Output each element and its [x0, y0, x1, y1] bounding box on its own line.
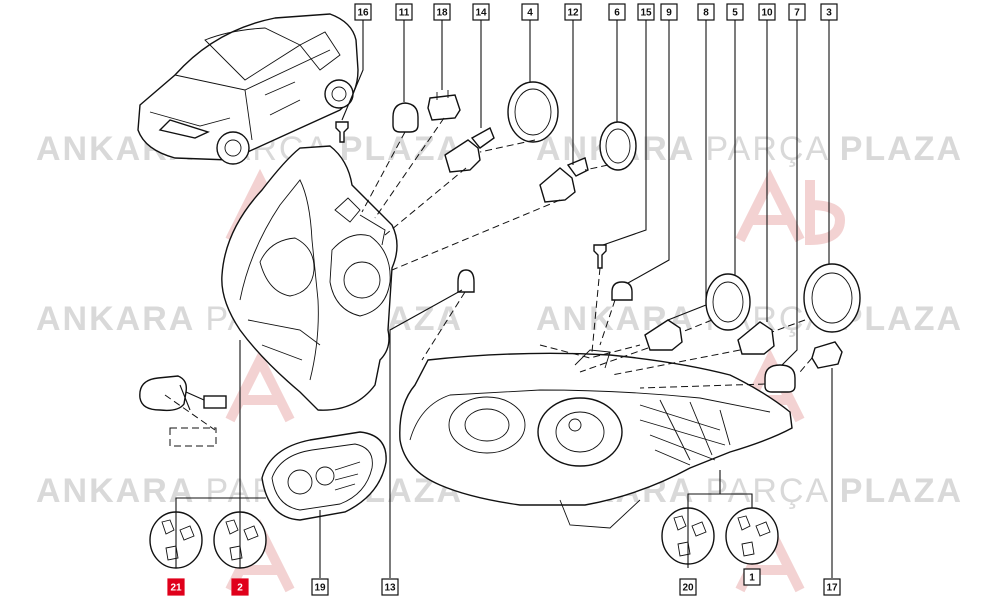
- callout-21: 21: [167, 578, 185, 596]
- callout-label: 6: [614, 8, 620, 19]
- leader-lines: [175, 20, 833, 578]
- callout-16: 16: [354, 3, 372, 21]
- bulb-set-1: [725, 507, 779, 565]
- callout-7: 7: [788, 3, 806, 21]
- callout-14: 14: [472, 3, 490, 21]
- callouts-top: 16 11 18 14 4 12 6 15 9 8 5 10 7 3: [354, 3, 838, 21]
- assembly-lines: [164, 117, 813, 431]
- callout-box: [311, 578, 329, 596]
- callout-11: 11: [395, 3, 413, 21]
- callout-label: 17: [826, 583, 838, 594]
- callout-label: 20: [682, 583, 694, 594]
- callout-3: 3: [820, 3, 838, 21]
- callout-label: 18: [436, 8, 448, 19]
- callout-label: 9: [666, 8, 672, 19]
- callout-box: [679, 578, 697, 596]
- callout-1: 1: [743, 568, 761, 586]
- car-illustration: [137, 13, 359, 165]
- callout-9: 9: [660, 3, 678, 21]
- callout-17: 17: [823, 578, 841, 596]
- callout-box: [820, 3, 838, 21]
- callout-box: [231, 578, 249, 596]
- callout-label: 1: [749, 573, 755, 584]
- callout-label: 14: [475, 8, 487, 19]
- left-headlamp-assembly: [221, 145, 398, 411]
- callout-20: 20: [679, 578, 697, 596]
- callout-12: 12: [564, 3, 582, 21]
- callout-10: 10: [758, 3, 776, 21]
- callout-box: [608, 3, 626, 21]
- callout-6: 6: [608, 3, 626, 21]
- callout-19: 19: [311, 578, 329, 596]
- callout-box: [354, 3, 372, 21]
- callout-18: 18: [433, 3, 451, 21]
- callout-label: 10: [761, 8, 773, 19]
- callout-2: 2: [231, 578, 249, 596]
- callout-label: 21: [170, 583, 182, 594]
- callout-label: 2: [237, 583, 243, 594]
- callout-box: [660, 3, 678, 21]
- watermark-row: ANKARA PARÇA PLAZA: [36, 472, 463, 510]
- callout-box: [788, 3, 806, 21]
- loose-parts: [139, 81, 861, 447]
- callout-8: 8: [697, 3, 715, 21]
- callout-label: 8: [703, 8, 709, 19]
- callout-4: 4: [521, 3, 539, 21]
- callout-label: 13: [384, 583, 396, 594]
- callout-box: [381, 578, 399, 596]
- callout-label: 5: [732, 8, 738, 19]
- callout-box: [564, 3, 582, 21]
- callout-box: [823, 578, 841, 596]
- callout-box: [433, 3, 451, 21]
- callout-label: 7: [794, 8, 800, 19]
- callout-box: [697, 3, 715, 21]
- callout-label: 12: [567, 8, 579, 19]
- callout-label: 11: [399, 8, 410, 19]
- callout-box: [758, 3, 776, 21]
- callout-box: [743, 568, 761, 586]
- bulb-sets: [149, 507, 779, 569]
- callout-5: 5: [726, 3, 744, 21]
- callout-label: 19: [314, 583, 326, 594]
- right-headlamp-assembly: [399, 349, 793, 529]
- callout-box: [521, 3, 539, 21]
- callouts-bottom: 21 2 19 13 20 1 17: [167, 568, 841, 596]
- callout-box: [395, 3, 413, 21]
- callout-13: 13: [381, 578, 399, 596]
- callout-box: [472, 3, 490, 21]
- callout-label: 15: [640, 8, 652, 19]
- callout-label: 4: [527, 8, 533, 19]
- callout-box: [167, 578, 185, 596]
- callout-label: 16: [357, 8, 369, 19]
- callout-label: 3: [826, 8, 832, 19]
- side-lamp-19: [261, 431, 387, 521]
- callout-15: 15: [637, 3, 655, 21]
- callout-box: [726, 3, 744, 21]
- callout-box: [637, 3, 655, 21]
